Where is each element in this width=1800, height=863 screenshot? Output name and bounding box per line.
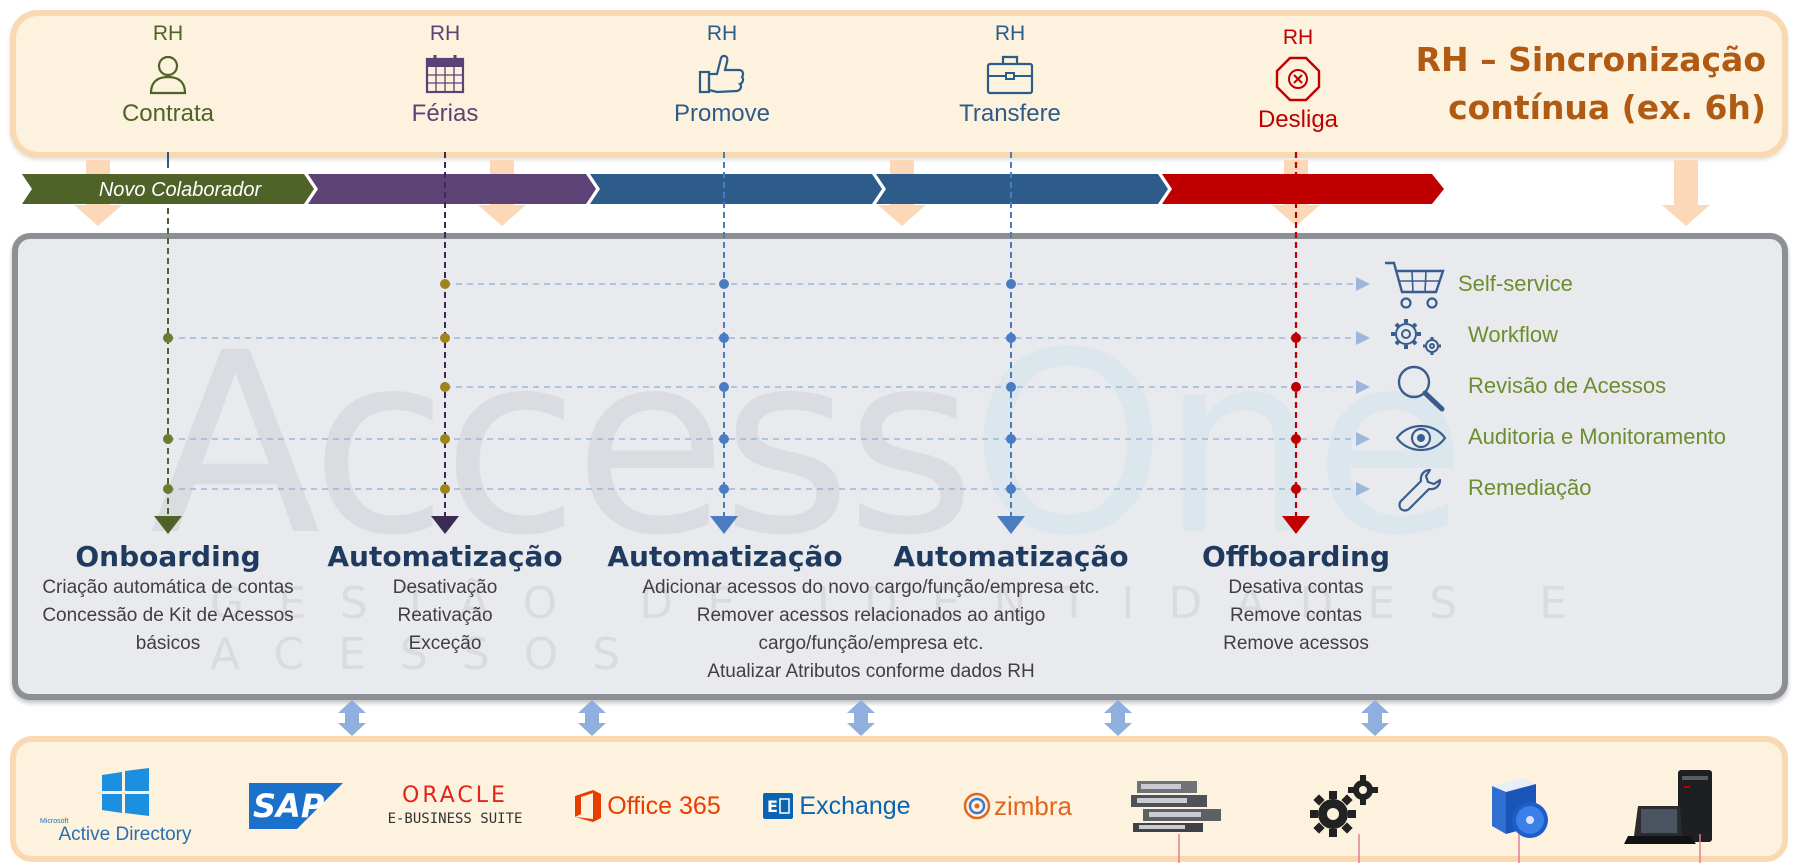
feature-revisao-acessos: Revisão de Acessos (1468, 373, 1667, 398)
sap-logo-icon (249, 783, 343, 829)
bottom-marker-lines (1178, 834, 1701, 863)
result-line: Criação automática de contas (42, 577, 294, 598)
workstation-icon (1624, 770, 1712, 844)
zimbra-label: zimbra (993, 790, 1072, 821)
process-panel (12, 233, 1788, 700)
timeline-segment-blue-1 (590, 174, 882, 204)
app-zimbra: zimbra (944, 756, 1090, 856)
exchange-logo-icon: E (763, 793, 794, 819)
network-switch-icon (1131, 781, 1221, 832)
app-custom-apps (1306, 756, 1386, 856)
result-automatizacao-2: Automatização (594, 540, 856, 574)
software-box-icon (1492, 778, 1548, 838)
result-title: Offboarding (1201, 540, 1391, 573)
office-logo-icon (575, 790, 602, 822)
result-automatizacao-details: Adicionar acessos do novo cargo/função/e… (596, 574, 1146, 686)
watermark-subtitle: GESTÃO DE IDENTIDADES E ACESSOS (210, 578, 1601, 680)
stop-icon (1275, 56, 1321, 102)
event-rh-label: RH (994, 22, 1026, 45)
windows-logo-icon (102, 767, 149, 816)
event-label: Contrata (121, 100, 215, 127)
feature-remediacao: Remediação (1468, 475, 1592, 500)
timeline-segment-red (1162, 174, 1444, 204)
app-oracle-ebs: ORACLE E-BUSINESS SUITE (380, 756, 530, 856)
gears-icon (1391, 319, 1441, 355)
event-label: Férias (411, 100, 479, 127)
result-automatizacao-3: Automatização (880, 540, 1142, 574)
person-icon (149, 55, 187, 95)
sync-title: RH – Sincronização contínua (ex. 6h) (1416, 36, 1766, 132)
office-label: Office 365 (607, 791, 721, 820)
ad-small-label: Microsoft (40, 817, 69, 825)
result-line: básicos (135, 633, 201, 654)
result-line: Exceção (408, 633, 482, 654)
zimbra-logo-icon (963, 792, 991, 820)
event-ferias: RH Férias (355, 22, 535, 128)
event-rh-label: RH (429, 22, 461, 45)
timeline-segment-blue-2 (876, 174, 1168, 204)
result-title: Automatização (893, 540, 1129, 573)
hr-events-panel (10, 10, 1788, 158)
ad-label: Active Directory (58, 823, 192, 845)
app-sap: SAP (248, 756, 344, 856)
sync-double-arrows (338, 700, 1389, 736)
sync-title-line2: contínua (ex. 6h) (1448, 88, 1766, 127)
timeline (22, 174, 1444, 204)
app-workstations (1624, 756, 1716, 856)
app-network-devices (1128, 756, 1224, 856)
exchange-label: Exchange (799, 791, 911, 820)
magnifier-icon (1397, 365, 1445, 412)
result-title: Automatização (327, 540, 563, 573)
app-office-365: Office 365 (572, 756, 722, 856)
feature-auditoria-monitoramento: Auditoria e Monitoramento (1468, 424, 1727, 449)
result-line: Atualizar Atributos conforme dados RH (707, 661, 1035, 682)
feature-workflow: Workflow (1468, 322, 1559, 347)
event-desliga: RH Desliga (1208, 26, 1388, 134)
result-offboarding: Offboarding Desativa contas Remove conta… (1186, 540, 1406, 658)
event-label: Promove (673, 100, 771, 127)
result-title: Automatização (607, 540, 843, 573)
watermark-logo: AccessOne (150, 299, 1467, 590)
event-promove: RH Promove (632, 22, 812, 128)
result-title: Onboarding (75, 540, 261, 573)
svg-text:E: E (767, 797, 778, 816)
event-contrata: RH Contrata (78, 22, 258, 128)
result-line: Remover acessos relacionados ao antigo (696, 605, 1046, 626)
flow-connectors (154, 152, 1370, 534)
app-software-packages (1480, 756, 1560, 856)
event-transfere: RH Transfere (920, 22, 1100, 128)
app-exchange: E Exchange (760, 756, 912, 856)
gears-icon (1310, 775, 1378, 837)
result-line: Adicionar acessos do novo cargo/função/e… (642, 577, 1100, 598)
event-label: Desliga (1257, 106, 1339, 133)
app-active-directory: Microsoft Active Directory (40, 756, 210, 856)
event-rh-label: RH (152, 22, 184, 45)
result-line: Desativa contas (1228, 577, 1364, 598)
sap-label: SAP (253, 787, 325, 825)
timeline-segment-green (22, 174, 314, 204)
timeline-segment-purple (308, 174, 596, 204)
result-line: Remove acessos (1223, 633, 1369, 654)
cart-icon (1385, 261, 1445, 309)
result-automatizacao-1: Automatização Desativação Reativação Exc… (314, 540, 576, 658)
result-line: Concessão de Kit de Acessos (42, 605, 294, 626)
sync-title-line1: RH – Sincronização (1415, 40, 1766, 79)
event-rh-label: RH (1282, 26, 1314, 49)
wrench-icon (1398, 468, 1442, 512)
result-line: cargo/função/empresa etc. (758, 633, 984, 654)
timeline-first-label: Novo Colaborador (98, 179, 262, 201)
feature-self-service: Self-service (1458, 271, 1573, 296)
oracle-label: ORACLE (402, 782, 508, 808)
thumbs-up-icon (698, 54, 745, 94)
result-line: Reativação (397, 605, 493, 626)
calendar-icon (425, 55, 465, 94)
result-line: Remove contas (1229, 605, 1362, 626)
result-onboarding: Onboarding Criação automática de contas … (18, 540, 318, 658)
event-label: Transfere (959, 100, 1061, 127)
oracle-sub-label: E-BUSINESS SUITE (387, 810, 523, 827)
event-rh-label: RH (706, 22, 738, 45)
result-line: Desativação (392, 577, 498, 598)
eye-icon (1395, 425, 1447, 451)
briefcase-icon (986, 55, 1034, 95)
